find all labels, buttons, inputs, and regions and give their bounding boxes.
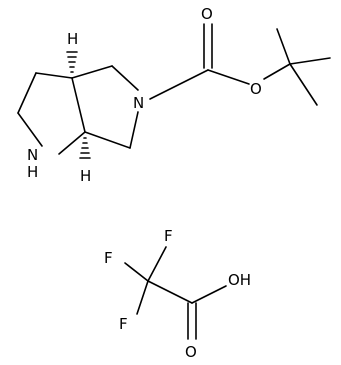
molecule-trifluoroacetic-acid: F F F OH O (104, 227, 251, 361)
hashed-wedge-bottom (79, 137, 91, 159)
atom-h-stereo-top: H (67, 30, 78, 48)
atom-oh: OH (228, 271, 251, 289)
atom-o-carbonyl-acid: O (185, 343, 197, 361)
atom-f1: F (104, 249, 113, 267)
atom-o-carbonyl: O (201, 5, 213, 23)
bond (289, 63, 318, 106)
bond (263, 63, 291, 80)
bond (111, 65, 139, 91)
bond (147, 280, 193, 304)
atom-o-ester: O (250, 80, 262, 98)
bond (149, 69, 209, 100)
molecule-boc-octahydropyrrolopyridine: H H N N H O O (17, 5, 331, 185)
bond (71, 77, 86, 133)
bond (124, 262, 149, 282)
atom-f2: F (164, 227, 173, 245)
bond (289, 57, 331, 65)
bond (136, 280, 149, 315)
bond (191, 285, 227, 304)
atom-h-stereo-bottom: H (80, 167, 91, 185)
atom-nh-hydrogen: H (27, 163, 38, 181)
bond (84, 131, 131, 149)
bond (276, 28, 291, 65)
bond (35, 72, 73, 79)
hashed-wedge-top (66, 51, 78, 73)
bond (207, 69, 250, 85)
bond (71, 65, 113, 79)
atom-nh: N (27, 146, 38, 164)
bond (17, 112, 43, 147)
atom-f3: F (119, 315, 128, 333)
bond (129, 111, 139, 149)
atom-n-ring: N (133, 94, 144, 112)
bond (17, 72, 37, 114)
bond (58, 131, 86, 155)
bond (147, 246, 167, 282)
